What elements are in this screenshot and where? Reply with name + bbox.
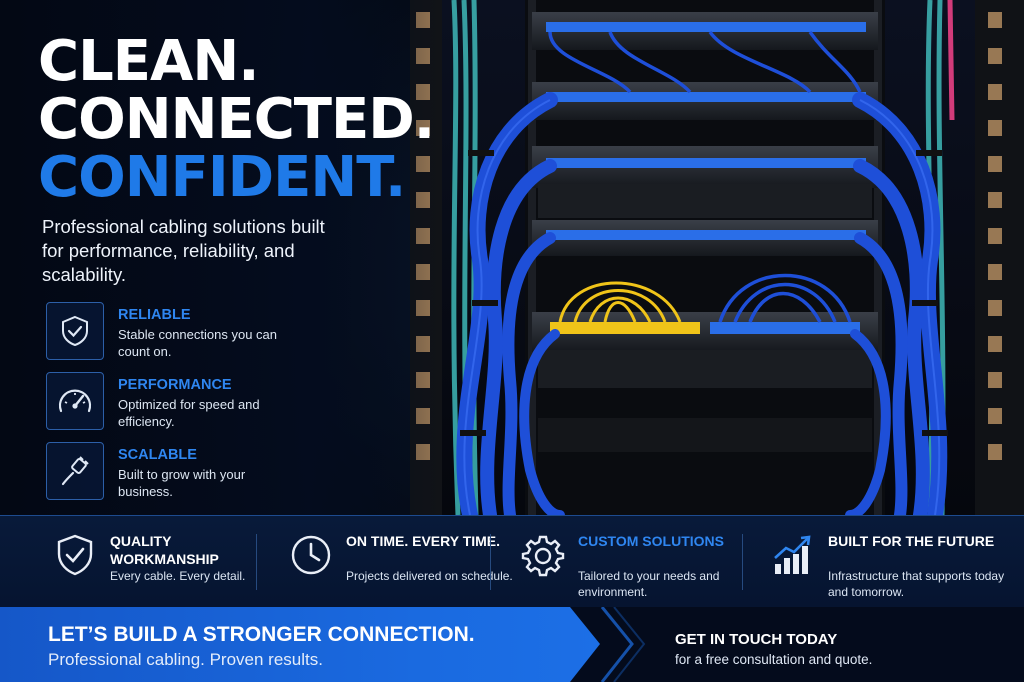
cta-banner[interactable] — [0, 607, 600, 682]
benefit-desc: Projects delivered on schedule. — [346, 569, 513, 583]
feature-title: RELIABLE — [118, 307, 191, 323]
benefit-title: QUALITY WORKMANSHIP — [110, 533, 219, 567]
hero-panel: CLEAN. CONNECTED. CONFIDENT. Professiona… — [0, 0, 440, 515]
benefit-desc: Every cable. Every detail. — [110, 569, 246, 583]
feature-desc: Built to grow with your business. — [118, 467, 246, 499]
feature-desc: Optimized for speed and efficiency. — [118, 397, 260, 429]
growth-chart-icon — [774, 535, 811, 574]
benefit-title: ON TIME. EVERY TIME. — [346, 533, 501, 549]
feature-performance: PERFORMANCE Optimized for speed and effi… — [46, 372, 386, 430]
benefits-strip: QUALITY WORKMANSHIP Every cable. Every d… — [0, 515, 1024, 607]
benefit-title: CUSTOM SOLUTIONS — [578, 533, 724, 549]
divider — [256, 534, 257, 590]
divider — [742, 534, 743, 590]
hero-tagline: Professional cabling solutions built for… — [42, 216, 325, 285]
cta-title: LET’S BUILD A STRONGER CONNECTION. — [48, 623, 475, 646]
feature-title: PERFORMANCE — [118, 377, 232, 393]
cta-subtitle: Professional cabling. Proven results. — [48, 650, 323, 669]
shield-check-icon — [46, 302, 104, 360]
headline-confident: CONFIDENT. — [38, 145, 406, 210]
benefit-desc: Tailored to your needs and environment. — [578, 569, 720, 599]
contact-title[interactable]: GET IN TOUCH TODAY — [675, 631, 838, 648]
feature-desc: Stable connections you can count on. — [118, 327, 277, 359]
speedometer-icon — [46, 372, 104, 430]
cable-plug-icon — [46, 442, 104, 500]
feature-scalable: SCALABLE Built to grow with your busines… — [46, 442, 386, 500]
server-rack-photo — [410, 0, 1024, 515]
headline-connected: CONNECTED. — [38, 87, 435, 152]
benefit-desc: Infrastructure that supports today and t… — [828, 569, 1005, 599]
contact-subtitle: for a free consultation and quote. — [675, 652, 873, 667]
benefit-title: BUILT FOR THE FUTURE — [828, 533, 995, 549]
headline-clean: CLEAN. — [38, 29, 260, 94]
feature-reliable: RELIABLE Stable connections you can coun… — [46, 302, 386, 360]
chevron-right-icon — [600, 607, 646, 682]
feature-title: SCALABLE — [118, 447, 197, 463]
gear-icon — [521, 535, 565, 577]
divider — [490, 534, 491, 590]
cta-bar: LET’S BUILD A STRONGER CONNECTION. Profe… — [0, 607, 1024, 682]
clock-icon — [291, 535, 331, 575]
shield-check-icon — [57, 534, 93, 576]
